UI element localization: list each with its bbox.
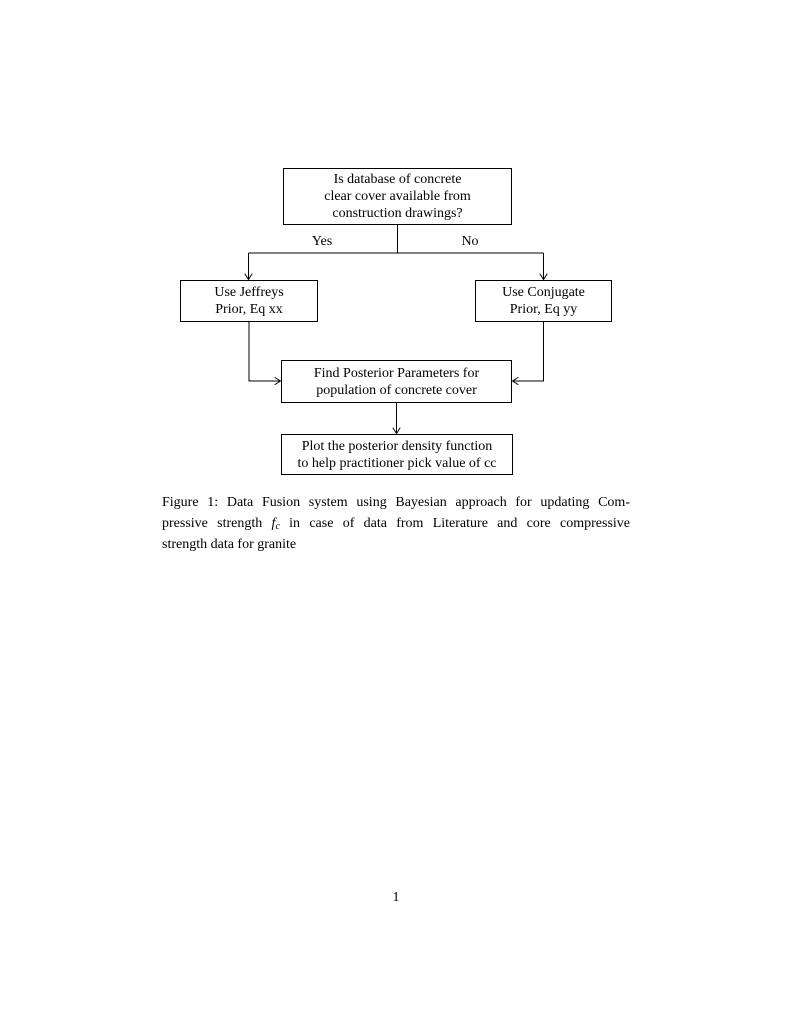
flowchart-node-jeffreys-prior: Use Jeffreys Prior, Eq xx — [180, 280, 318, 322]
node-question-line-2: clear cover available from — [324, 189, 471, 204]
node-plot-line-2: to help practitioner pick value of cc — [297, 455, 497, 471]
connector-jeffreys-to-posterior — [248, 322, 280, 382]
arrowhead-into-posterior-left — [274, 377, 281, 385]
node-posterior-line-1: Find Posterior Parameters for — [313, 365, 480, 381]
flowchart-node-question: Is database of concrete clear cover avai… — [283, 168, 512, 225]
caption-math-fc: f — [271, 516, 276, 531]
arrowhead-into-jeffreys — [244, 273, 253, 280]
edge-label-yes: Yes — [311, 234, 333, 249]
node-jeffreys-line-1: Use Jeffreys — [214, 285, 284, 300]
node-conjugate-line-1: Use Conjugate — [502, 285, 585, 300]
flowchart-node-conjugate-prior: Use Conjugate Prior, Eq yy — [475, 280, 612, 322]
connector-conjugate-to-posterior — [513, 322, 544, 382]
caption-math-fc-subscript: c — [275, 521, 280, 532]
edge-label-no: No — [461, 234, 479, 249]
caption-line-1: Figure 1: Data Fusion system using Bayes… — [162, 495, 630, 510]
caption-line-2-pre: pressive strength — [162, 516, 263, 531]
caption-line-2: pressive strength fc in case of data fro… — [162, 513, 630, 534]
flowchart-node-plot-density: Plot the posterior density function to h… — [281, 434, 513, 475]
flowchart-node-posterior-parameters: Find Posterior Parameters for population… — [281, 360, 512, 403]
node-question-line-1: Is database of concrete — [333, 172, 462, 187]
caption-line-3: strength data for granite — [162, 537, 297, 552]
node-plot-line-1: Plot the posterior density function — [301, 438, 493, 454]
arrowhead-into-posterior-right — [512, 377, 519, 385]
figure-caption: Figure 1: Data Fusion system using Bayes… — [162, 492, 630, 555]
caption-line-2-post: in case of data from Literature and core… — [289, 516, 631, 531]
arrowhead-into-plot — [392, 427, 401, 434]
node-posterior-line-2: population of concrete cover — [316, 382, 477, 398]
arrowhead-into-conjugate — [539, 273, 548, 280]
node-jeffreys-line-2: Prior, Eq xx — [215, 302, 283, 317]
node-conjugate-line-2: Prior, Eq yy — [509, 302, 578, 317]
page-number: 1 — [392, 890, 400, 905]
node-question-line-3: construction drawings? — [332, 206, 463, 221]
